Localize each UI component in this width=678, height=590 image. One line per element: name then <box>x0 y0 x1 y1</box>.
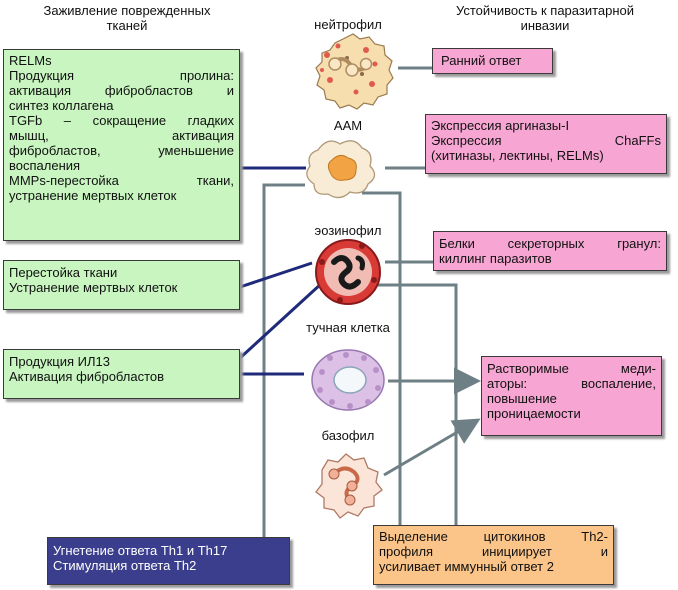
label-aam: AAM <box>333 118 363 133</box>
relms-line: устранение мертвых клеток <box>9 188 177 203</box>
label-basophil: базофил <box>321 428 375 443</box>
label-eosinophil: эозинофил <box>314 223 382 238</box>
relms-line: активация фибробластов и <box>9 83 234 98</box>
eosinophil-cell <box>315 239 381 305</box>
arrow-basophil-mediators <box>383 418 481 477</box>
mediators-line: аторы: воспаление, <box>487 376 656 391</box>
th-line: Стимуляция ответа Th2 <box>53 558 197 573</box>
header-left-line2: тканей <box>106 18 148 33</box>
relms-line: мышц, активация <box>9 128 234 143</box>
box-il13: Продукция ИЛ13 Активация фибробластов <box>3 349 240 399</box>
mediators-line: повышение <box>487 391 557 406</box>
relms-line: TGFb – сокращение гладких <box>9 113 234 128</box>
box-mediators: Растворимые меди- аторы: воспаление, пов… <box>481 356 662 436</box>
neutrophil-cell <box>315 33 394 110</box>
cytokines-line: усиливает иммунный ответ 2 <box>379 559 554 574</box>
granules-line: Белки секреторных гранул: <box>439 236 661 251</box>
connector-tissue-eosinophil <box>239 261 313 289</box>
box-th-response: Угнетение ответа Th1 и Th17 Стимуляция о… <box>47 537 290 585</box>
label-neutrophil: нейтрофил <box>314 17 382 32</box>
connector-il13-eosinophil <box>238 281 324 360</box>
cytokines-line: профиля инициирует и <box>379 544 608 559</box>
mediators-line: Растворимые меди- <box>487 361 656 376</box>
header-left: Заживление поврежденных тканей <box>22 3 232 33</box>
relms-line: воспаления <box>9 158 81 173</box>
early-line: Ранний ответ <box>441 53 522 68</box>
box-relms: RELMs Продукция пролина: активация фибро… <box>3 49 240 241</box>
header-right-line2: инвазии <box>520 18 570 33</box>
arginase-line: Экспрессия ChaFFs <box>431 133 661 148</box>
label-mast-cell: тучная клетка <box>306 320 390 335</box>
cytokines-line: Выделение цитокинов Th2- <box>379 529 608 544</box>
aam-cell <box>306 140 376 199</box>
il13-line: Продукция ИЛ13 <box>9 354 110 369</box>
arginase-line: Экспрессия аргиназы-I <box>431 118 570 133</box>
th-line: Угнетение ответа Th1 и Th17 <box>53 543 228 558</box>
box-early-response: Ранний ответ <box>432 48 553 74</box>
tissue-line: Устранение мертвых клеток <box>9 280 178 295</box>
tissue-line: Перестойка ткани <box>9 265 118 280</box>
header-right-line1: Устойчивость к паразитарной <box>455 3 635 18</box>
mediators-line: проницаемости <box>487 406 581 421</box>
mast-cell <box>311 349 385 411</box>
connector-eosinophil-cytokines <box>362 283 458 525</box>
arginase-line: (хитиназы, лектины, RELMs) <box>431 148 604 163</box>
connector-aam-th <box>262 183 305 537</box>
relms-line: Продукция пролина: <box>9 68 234 83</box>
relms-line: RELMs <box>9 53 52 68</box>
box-tissue-remodeling: Перестойка ткани Устранение мертвых клет… <box>3 260 240 310</box>
relms-line: синтез коллагена <box>9 98 114 113</box>
relms-line: фибробластов, уменьшение <box>9 143 234 158</box>
box-cytokines: Выделение цитокинов Th2- профиля инициир… <box>373 525 614 585</box>
box-granules: Белки секреторных гранул: киллинг парази… <box>433 231 667 271</box>
header-right: Устойчивость к паразитарной инвазии <box>420 3 670 33</box>
header-left-line1: Заживление поврежденных <box>43 3 211 18</box>
connector-mast-cytokines <box>362 191 402 525</box>
il13-line: Активация фибробластов <box>9 369 165 384</box>
box-arginase: Экспрессия аргиназы-I Экспрессия ChaFFs … <box>425 114 667 174</box>
basophil-cell <box>315 453 383 519</box>
granules-line: киллинг паразитов <box>439 251 552 266</box>
relms-line: MMPs-перестойка ткани, <box>9 173 234 188</box>
